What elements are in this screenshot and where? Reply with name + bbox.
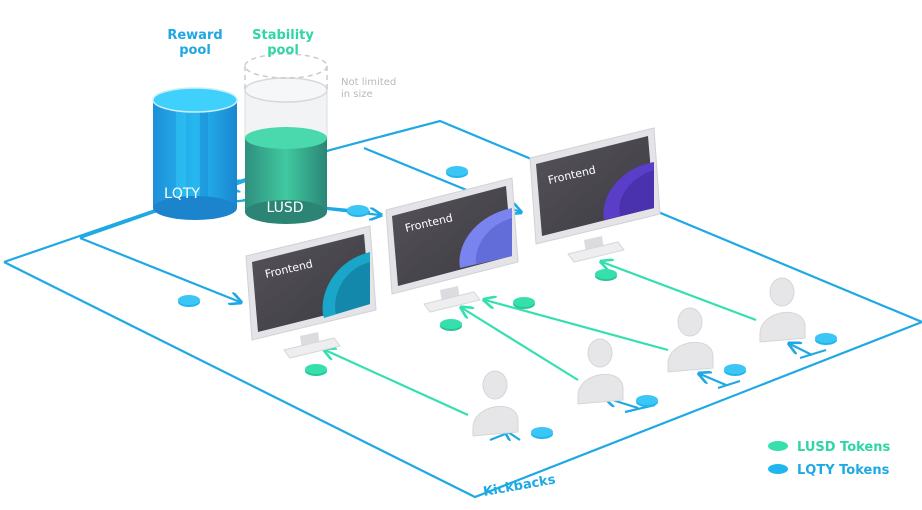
frontend-monitor-1: Frontend — [245, 225, 377, 359]
legend-item-lqty: LQTY Tokens — [768, 463, 890, 478]
kickbacks-label: Kickbacks — [482, 472, 557, 500]
note-line2: in size — [341, 89, 373, 100]
reward-pool-token-label: LQTY — [164, 186, 200, 202]
arrow-icon — [325, 350, 469, 417]
token-disc-icon — [815, 333, 837, 345]
token-discs — [178, 166, 837, 439]
lusd-deposit-arrows — [325, 262, 757, 417]
user-icon — [667, 307, 714, 373]
stability-pool-title-line2: pool — [267, 43, 299, 58]
legend: LUSD Tokens LQTY Tokens — [768, 440, 890, 478]
note-line1: Not limited — [341, 77, 396, 88]
token-disc-icon — [531, 427, 553, 439]
token-disc-icon — [178, 295, 200, 307]
legend-label-lusd: LUSD Tokens — [797, 440, 890, 455]
token-disc-icon — [446, 166, 468, 178]
reward-pool-title-line1: Reward — [167, 28, 222, 43]
token-disc-icon — [768, 441, 788, 451]
arrow-icon — [485, 300, 669, 352]
reward-pool-title-line2: pool — [179, 43, 211, 58]
pool-size-note: Not limited in size — [341, 77, 396, 100]
token-disc-icon — [305, 364, 327, 376]
token-disc-icon — [440, 319, 462, 331]
legend-item-lusd: LUSD Tokens — [768, 440, 890, 455]
token-disc-icon — [595, 269, 617, 281]
token-disc-icon — [724, 364, 746, 376]
stability-pool-token-label: LUSD — [266, 200, 303, 216]
frontend-monitor-2: Frontend — [385, 177, 519, 313]
user-icon — [472, 370, 519, 437]
reward-pool-cylinder: LQTY — [152, 87, 238, 220]
user-icon — [577, 338, 624, 405]
token-disc-icon — [636, 395, 658, 407]
token-disc-icon — [347, 205, 369, 217]
arrow-icon — [602, 262, 757, 322]
arrow-icon — [462, 308, 579, 381]
token-disc-icon — [768, 464, 788, 474]
token-disc-icon — [513, 297, 535, 309]
frontend-monitor-3: Frontend — [529, 127, 661, 263]
stability-pool-cylinder: LUSD — [244, 53, 328, 224]
user-icon — [759, 277, 806, 343]
users — [472, 277, 806, 437]
pool-titles: Reward pool Stability pool — [167, 28, 314, 58]
stability-pool-title-line1: Stability — [252, 28, 314, 43]
legend-label-lqty: LQTY Tokens — [797, 463, 890, 478]
